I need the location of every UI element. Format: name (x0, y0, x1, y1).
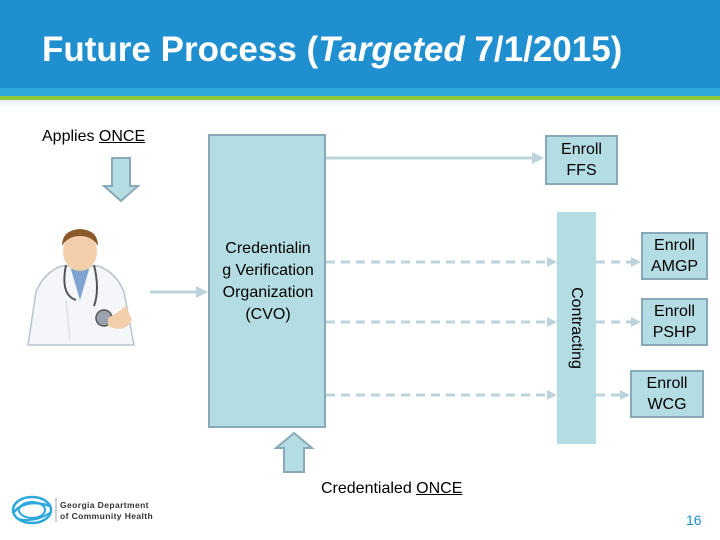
contracting-label: Contracting (568, 287, 585, 369)
georgia-dch-logo-icon (11, 495, 53, 525)
dashed-arrow-row-2 (326, 317, 557, 327)
applies-prefix: Applies (42, 128, 99, 145)
cvo-line-2: g Verification (222, 262, 314, 279)
logo-line-2: of Community Health (60, 511, 154, 521)
dashed-arrow-row-1 (326, 257, 557, 267)
dashed-arrow-to-pshp (596, 317, 641, 327)
enroll-pshp-line-2: PSHP (652, 324, 697, 341)
cvo-label: Credentialin g Verification Organization… (210, 238, 326, 326)
logo-line-1: Georgia Department (60, 500, 149, 510)
credentialed-once-label: Credentialed ONCE (321, 480, 462, 498)
enroll-ffs-line-2: FFS (566, 162, 597, 179)
contracting-bar (557, 212, 596, 444)
down-arrow-icon (101, 157, 141, 203)
applies-once-label: Applies ONCE (42, 128, 145, 146)
dashed-arrow-row-3 (326, 390, 557, 400)
cvo-line-3: Organization (222, 284, 314, 301)
credentialed-prefix: Credentialed (321, 480, 417, 497)
applies-emphasis: ONCE (98, 128, 146, 145)
header-shade (0, 100, 720, 108)
dashed-arrow-to-wcg (596, 390, 630, 400)
enroll-ffs-line-1: Enroll (561, 141, 602, 158)
doctor-icon (27, 229, 135, 346)
dashed-arrow-to-amgp (596, 257, 641, 267)
logo-text: Georgia Department of Community Health (60, 500, 153, 522)
arrow-doctor-to-cvo (150, 286, 208, 298)
cvo-line-4: (CVO) (245, 306, 291, 323)
enroll-amgp-line-1: Enroll (654, 237, 695, 254)
enroll-amgp-box: Enroll AMGP (641, 232, 708, 280)
header-accent-line (0, 96, 720, 100)
cvo-box (208, 134, 326, 428)
enroll-wcg-box: Enroll WCG (630, 370, 704, 418)
enroll-wcg-line-1: Enroll (646, 375, 688, 392)
title-italic: Targeted (318, 30, 465, 69)
cvo-line-1: Credentialin (225, 240, 311, 257)
enroll-pshp-line-1: Enroll (654, 303, 695, 320)
page-number: 16 (686, 512, 702, 528)
slide-title: Future Process (Targeted 7/1/2015) (42, 30, 622, 70)
enroll-pshp-box: Enroll PSHP (641, 298, 708, 346)
header-bar (0, 0, 720, 88)
credentialed-emphasis: ONCE (416, 480, 463, 497)
enroll-wcg-line-2: WCG (647, 396, 687, 413)
title-main: Future Process ( (42, 30, 319, 69)
arrow-cvo-to-ffs (326, 152, 544, 164)
title-rest: 7/1/2015) (464, 30, 623, 69)
header-band (0, 88, 720, 96)
enroll-amgp-line-2: AMGP (650, 258, 699, 275)
up-arrow-icon (273, 431, 315, 473)
enroll-ffs-box: Enroll FFS (545, 135, 618, 185)
